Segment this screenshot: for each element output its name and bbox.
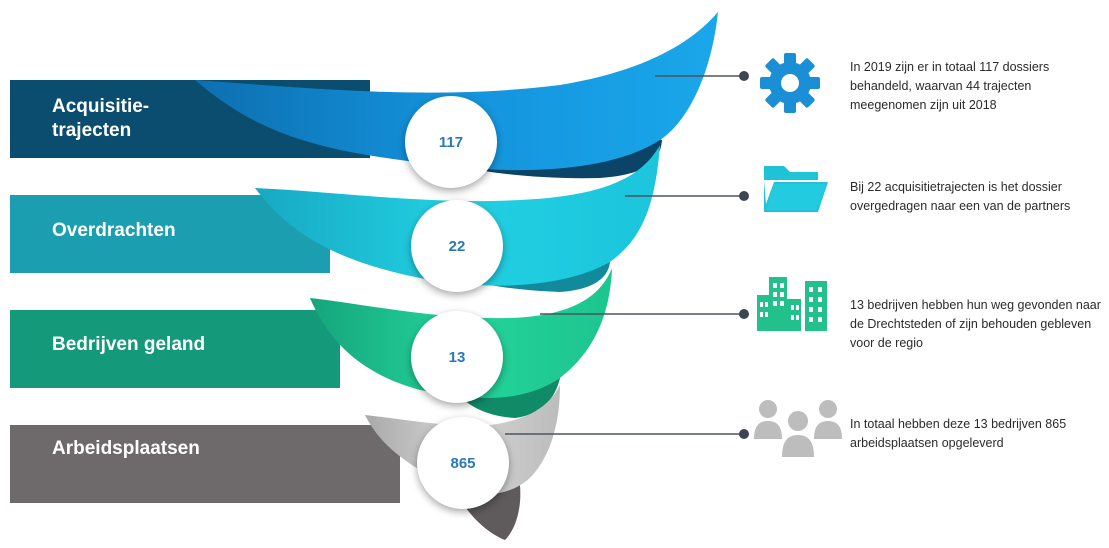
gear-icon [760,53,820,113]
stage-label-overdrachten: Overdrachten [52,220,176,241]
connector-dot-3 [739,309,749,319]
description-bedrijven: 13 bedrijven hebben hun weg gevonden naa… [850,298,1101,350]
connector-dot-2 [739,191,749,201]
value-badge-bedrijven: 13 [411,311,503,403]
value-badge-arbeidsplaatsen: 865 [417,417,509,509]
value-badge-overdrachten: 22 [411,200,503,292]
band-bedrijven [10,310,340,388]
band-arbeidsplaatsen [10,425,400,503]
stage-label-bedrijven: Bedrijven geland [52,334,206,355]
people-icon [754,400,842,457]
description-arbeidsplaatsen: In totaal hebben deze 13 bedrijven 865 a… [850,417,1067,450]
value-badge-acquisitie: 117 [405,96,497,188]
stage-label-arbeidsplaatsen: Arbeidsplaatsen [52,438,200,459]
connector-lines [505,71,749,439]
folder-icon [764,166,828,212]
stage-label-acquisitie: Acquisitie- trajecten [52,96,150,141]
buildings-icon [757,277,827,331]
connector-dot-4 [739,429,749,439]
description-acquisitie: In 2019 zijn er in totaal 117 dossiers b… [850,60,1050,112]
ribbon-1 [195,12,718,171]
connector-dot-1 [739,71,749,81]
description-overdrachten: Bij 22 acquisitietrajecten is het dossie… [850,180,1071,213]
